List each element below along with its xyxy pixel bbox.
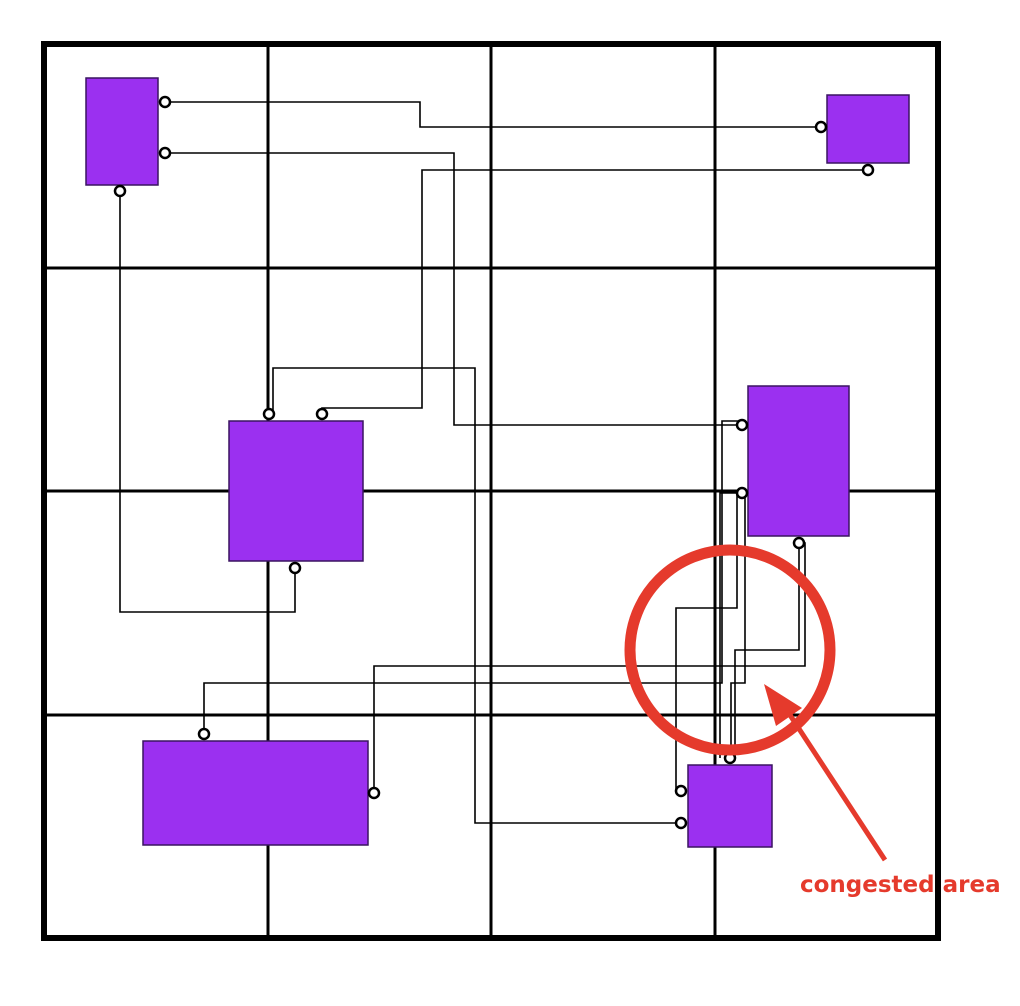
pin: [158, 95, 172, 109]
chip-boundary: [41, 41, 941, 941]
pin: [367, 786, 381, 800]
pin: [113, 184, 127, 198]
pin: [735, 486, 749, 500]
pin: [674, 784, 688, 798]
pin: [814, 120, 828, 134]
congested-area-label: congested area: [800, 872, 1001, 898]
congestion-circle: [624, 544, 836, 756]
block: [747, 385, 850, 537]
wire: [119, 191, 296, 613]
pin: [158, 146, 172, 160]
wire: [321, 169, 868, 414]
pin: [315, 407, 329, 421]
annotation-arrowhead: [764, 684, 802, 726]
wire: [165, 101, 821, 128]
pin: [262, 407, 276, 421]
block: [826, 94, 910, 164]
block: [687, 764, 773, 848]
congestion-annotation: [624, 544, 888, 862]
wire: [719, 492, 742, 758]
pin: [674, 816, 688, 830]
wire: [272, 367, 681, 824]
block: [142, 740, 369, 846]
pin: [861, 163, 875, 177]
pin: [735, 418, 749, 432]
pin: [288, 561, 302, 575]
pin: [197, 727, 211, 741]
wire: [730, 493, 746, 758]
wire: [203, 420, 742, 734]
wire: [373, 542, 806, 793]
annotation-arrow-shaft: [785, 710, 888, 862]
block: [228, 420, 364, 562]
block: [85, 77, 159, 186]
wire: [165, 152, 742, 426]
blocks: [85, 77, 910, 848]
pin: [792, 536, 806, 550]
wire: [734, 543, 800, 758]
pins: [113, 95, 875, 830]
